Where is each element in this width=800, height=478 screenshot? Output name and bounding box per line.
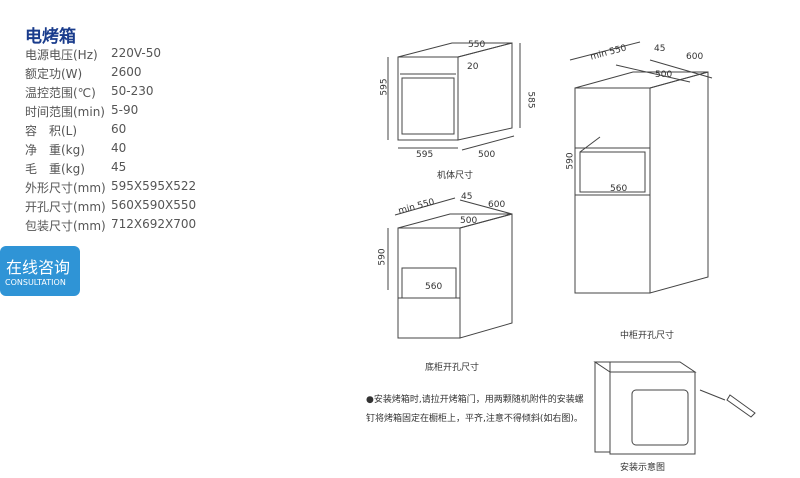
- spec-label: 时间范围(min): [25, 105, 105, 119]
- install-caption: 安装示意图: [620, 463, 666, 473]
- spec-value: 45: [111, 160, 127, 174]
- spec-row: 温控范围(℃) 50-230: [25, 84, 196, 103]
- spec-value: 595X595X522: [111, 179, 197, 193]
- dim-label: 500: [478, 150, 496, 160]
- spec-value: 2600: [111, 65, 142, 79]
- spec-value: 5-90: [111, 103, 139, 117]
- dim-label: 20: [467, 62, 479, 72]
- dim-label: 550: [468, 40, 486, 50]
- spec-label: 毛 重(kg): [25, 162, 85, 176]
- dim-label: 560: [610, 184, 628, 194]
- spec-label: 包装尺寸(mm): [25, 219, 106, 233]
- spec-row: 净 重(kg) 40: [25, 141, 196, 160]
- spec-value: 560X590X550: [111, 198, 197, 212]
- spec-row: 包装尺寸(mm) 712X692X700: [25, 217, 196, 236]
- spec-row: 容 积(L) 60: [25, 122, 196, 141]
- middle-cabinet-drawing: [569, 41, 713, 294]
- consult-sub: CONSULTATION: [5, 278, 66, 287]
- spec-value: 50-230: [111, 84, 154, 98]
- spec-label: 开孔尺寸(mm): [25, 200, 106, 214]
- dim-label: 585: [525, 91, 536, 109]
- spec-label: 容 积(L): [25, 124, 78, 138]
- spec-label: 额定功(W): [25, 67, 83, 81]
- spec-label: 电源电压(Hz): [25, 48, 98, 62]
- spec-label: 温控范围(℃): [25, 86, 96, 100]
- body-caption: 机体尺寸: [437, 171, 474, 181]
- spec-value: 220V-50: [111, 46, 162, 60]
- dim-label: 560: [425, 282, 443, 292]
- dim-label: 500: [460, 216, 478, 226]
- spec-value: 40: [111, 141, 127, 155]
- dim-label: 45: [654, 44, 666, 54]
- install-note: ●安装烤箱时,请拉开烤箱门，用两颗随机附件的安装螺钉将烤箱固定在橱柜上，平齐,注…: [366, 395, 584, 424]
- dim-label: 595: [416, 150, 434, 160]
- spec-row: 时间范围(min) 5-90: [25, 103, 196, 122]
- spec-row: 额定功(W) 2600: [25, 65, 196, 84]
- spec-row: 外形尺寸(mm) 595X595X522: [25, 179, 196, 198]
- dim-label: 600: [686, 52, 704, 62]
- consult-label: 在线咨询: [6, 258, 71, 277]
- dim-label: 45: [461, 192, 473, 202]
- bottom-caption: 底柜开孔尺寸: [425, 363, 480, 373]
- dim-label: 595: [379, 78, 390, 96]
- middle-caption: 中柜开孔尺寸: [620, 331, 675, 341]
- bottom-cabinet-drawing: [387, 197, 513, 339]
- spec-value: 712X692X700: [111, 217, 197, 231]
- dim-label: 500: [655, 70, 673, 80]
- online-consult-button[interactable]: 在线咨询 CONSULTATION: [0, 246, 80, 296]
- spec-row: 电源电压(Hz) 220V-50: [25, 46, 196, 65]
- install-drawing: [593, 361, 756, 455]
- spec-list: 电源电压(Hz) 220V-50 额定功(W) 2600 温控范围(℃) 50-230 时间…: [25, 46, 196, 236]
- dim-label: 590: [377, 248, 388, 266]
- spec-label: 净 重(kg): [25, 143, 85, 157]
- dim-label: 590: [565, 152, 576, 170]
- product-title: 电烤箱: [25, 27, 76, 47]
- spec-row: 毛 重(kg) 45: [25, 160, 196, 179]
- oven-body-drawing: [387, 42, 521, 151]
- spec-row: 开孔尺寸(mm) 560X590X550: [25, 198, 196, 217]
- spec-label: 外形尺寸(mm): [25, 181, 106, 195]
- spec-value: 60: [111, 122, 127, 136]
- dim-label: 600: [488, 200, 506, 210]
